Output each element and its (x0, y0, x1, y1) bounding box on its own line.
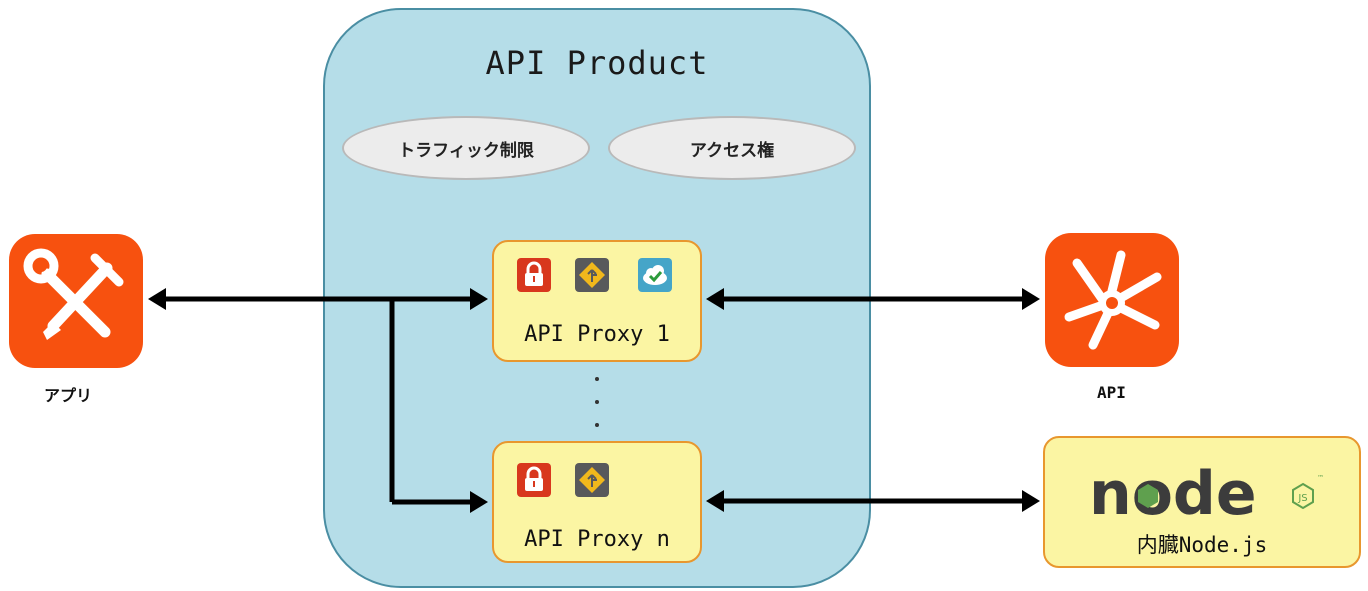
api-label: API (1097, 383, 1126, 402)
js-badge-text: JS (1297, 493, 1307, 504)
arrowhead-node (1022, 490, 1040, 512)
arrowhead-app (148, 288, 166, 310)
node-hexagon (1138, 484, 1158, 508)
ellipsis-dot (595, 423, 599, 427)
api-proxy-1: API Proxy 1 (492, 240, 702, 362)
traffic-limit-label: トラフィック制限 (398, 140, 534, 161)
api-proxy-1-label: API Proxy 1 (524, 322, 670, 347)
js-badge-hexagon (1292, 482, 1314, 510)
api-tile (1045, 233, 1179, 367)
nodejs-logo-text: node (1089, 459, 1257, 529)
arrowhead-proxyn-right (706, 490, 724, 512)
trademark-mark: ™ (1317, 474, 1324, 482)
api-product-title: API Product (485, 44, 709, 82)
cloud-check-icon (638, 258, 672, 292)
ellipsis-dot (595, 400, 599, 404)
arrowhead-api (1022, 288, 1040, 310)
access-rights-label: アクセス権 (689, 140, 775, 161)
access-rights-policy: アクセス権 (608, 116, 856, 180)
lock-icon (517, 258, 551, 292)
api-proxy-n-label: API Proxy n (524, 527, 670, 552)
embedded-nodejs-label: 内臓Node.js (1136, 533, 1268, 557)
arrowhead-proxy1-left (470, 288, 488, 310)
ellipsis-dot (595, 377, 599, 381)
arrowhead-proxyn-left (470, 491, 488, 513)
arrowhead-proxy1-right (706, 288, 724, 310)
embedded-nodejs-box: node JS ™ (1043, 436, 1361, 568)
app-label: アプリ (44, 386, 93, 405)
wrench-screwdriver-icon (23, 248, 124, 340)
app-tile (9, 234, 143, 368)
api-proxy-n: API Proxy n (492, 441, 702, 563)
lock-icon (517, 463, 551, 497)
route-icon (575, 258, 609, 292)
backend-hub-icon (1064, 250, 1162, 350)
route-icon (575, 463, 609, 497)
traffic-limit-policy: トラフィック制限 (342, 116, 590, 180)
nodejs-logo: node JS ™ (1089, 459, 1324, 529)
